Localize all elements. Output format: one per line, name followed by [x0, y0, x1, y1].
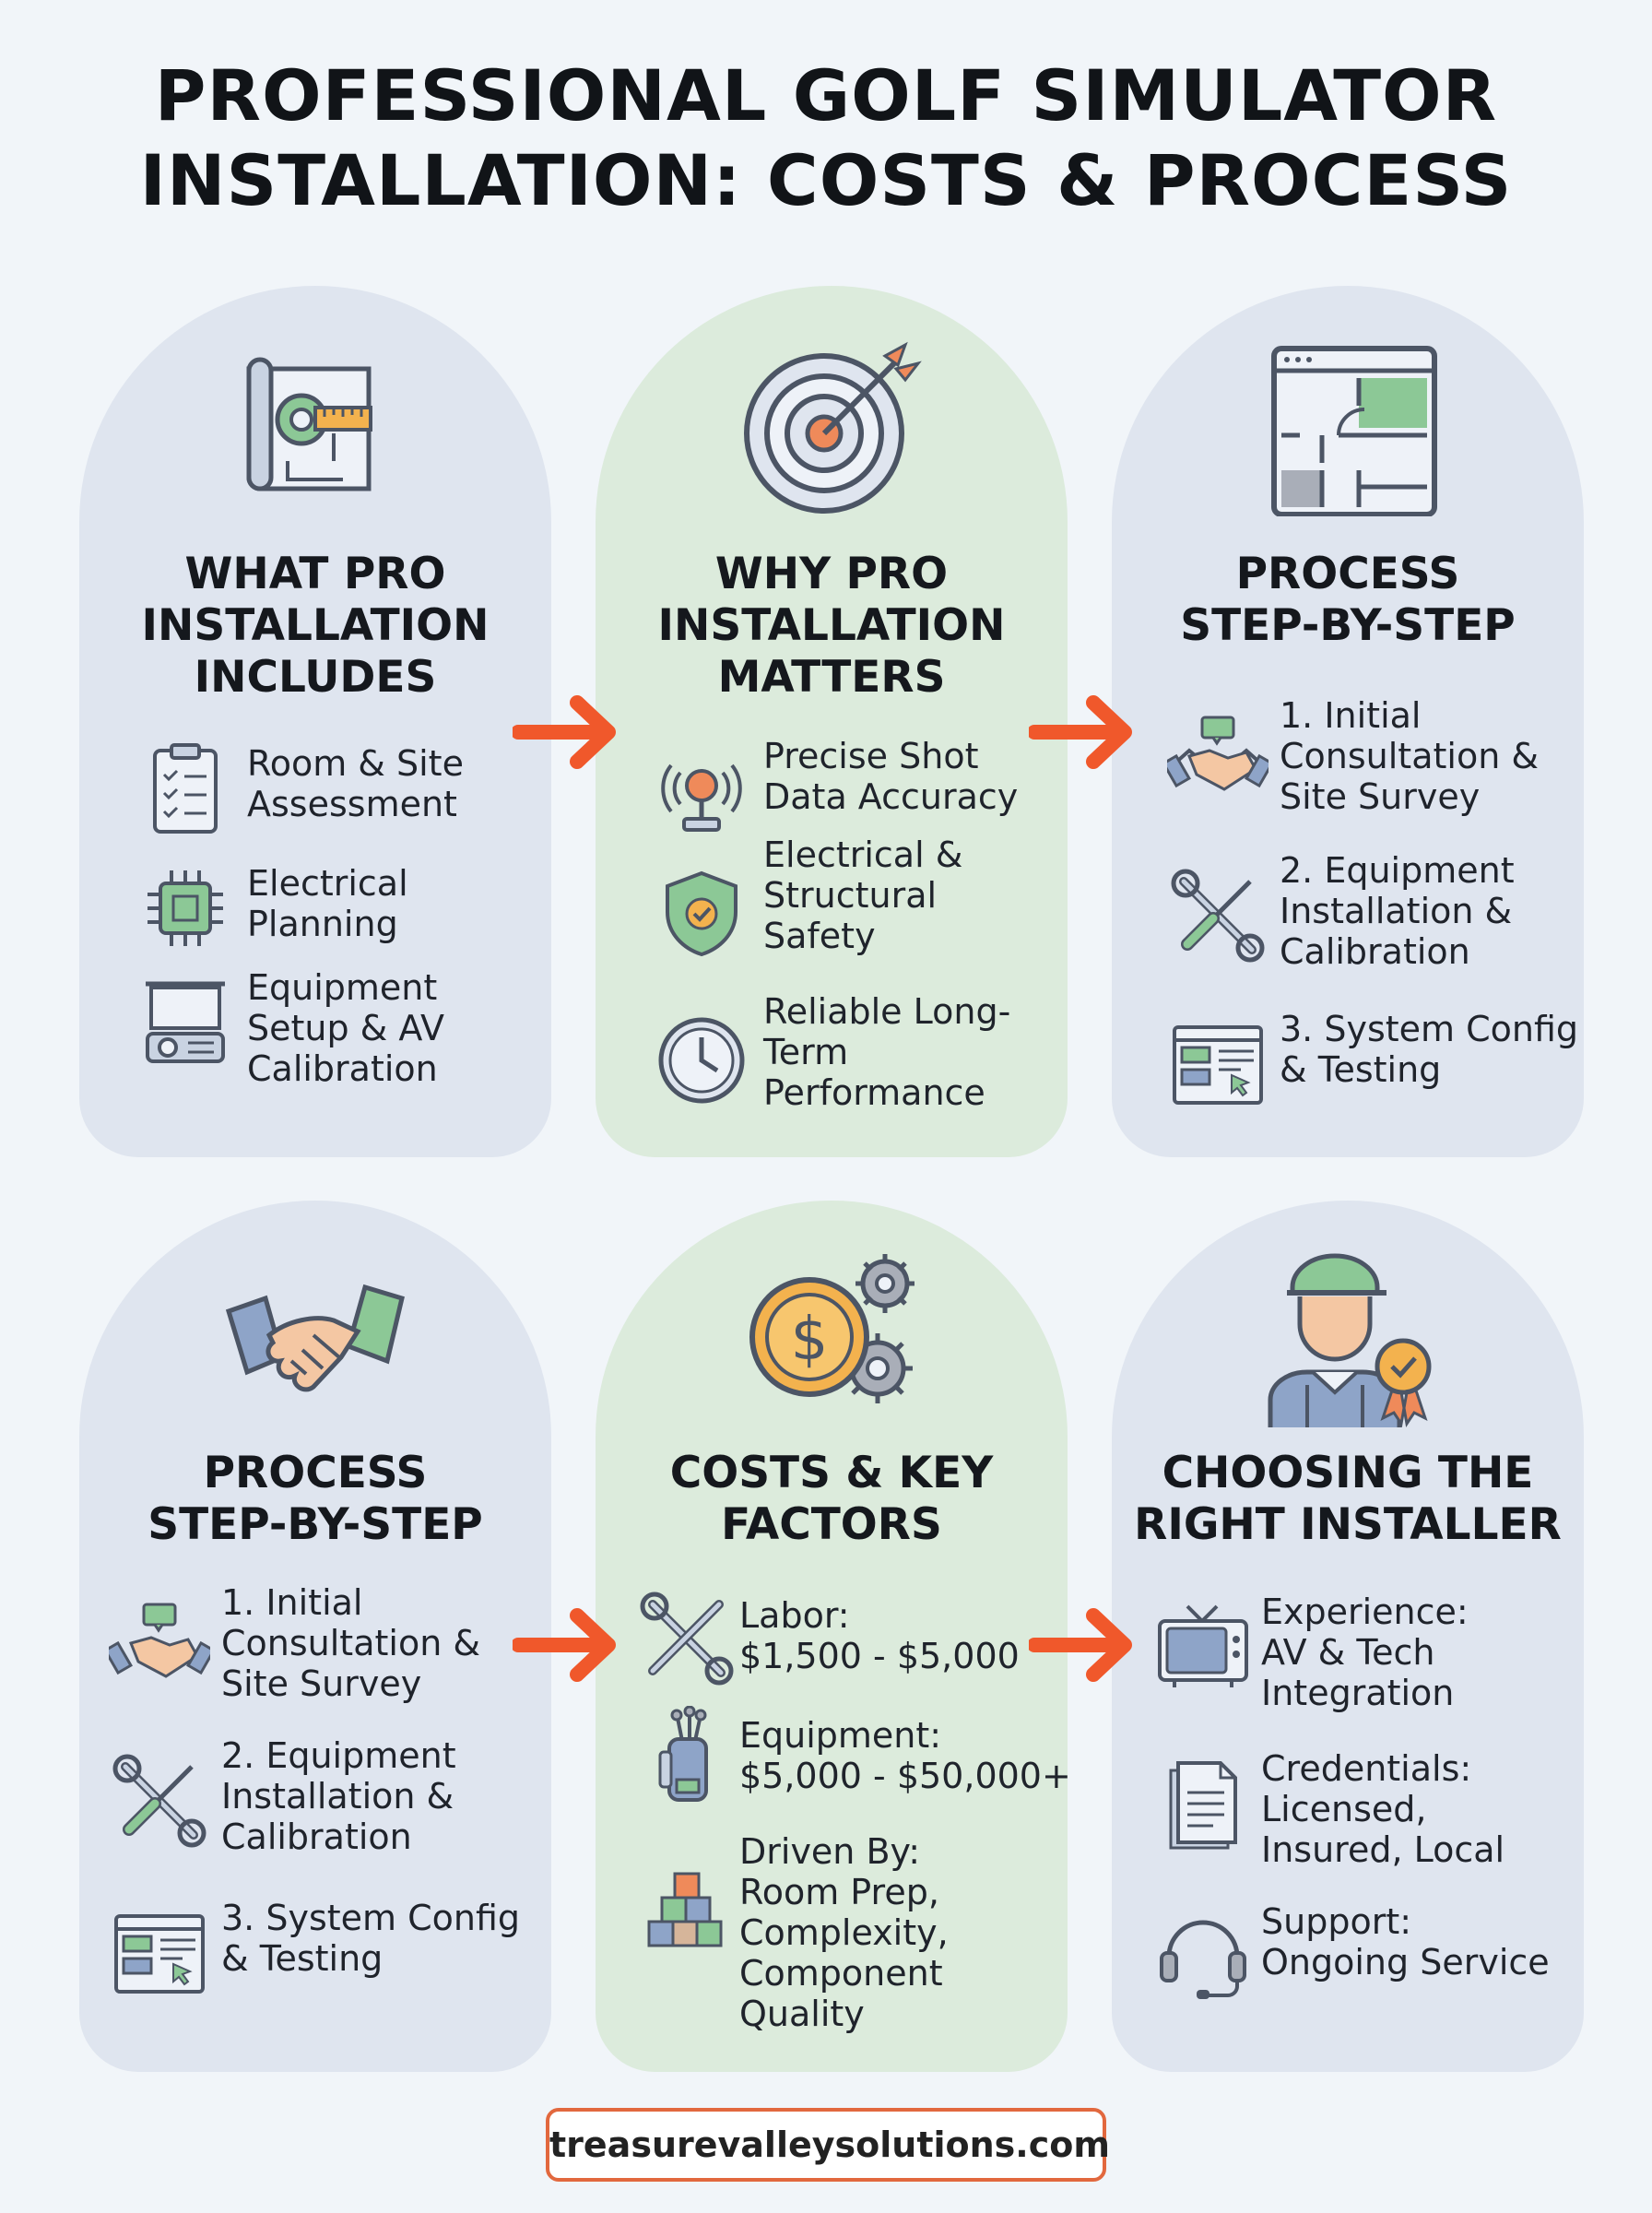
card-process-step-by-step-2: PROCESS STEP-BY-STEP 1. Initial Consulta…	[79, 1201, 551, 2072]
item-text: Experience: AV & Tech Integration	[1261, 1592, 1469, 1713]
list-item: Room & Site Assessment	[135, 738, 540, 848]
card-process-step-by-step: PROCESS STEP-BY-STEP 1. Initial Consulta…	[1112, 286, 1584, 1157]
website-link[interactable]: treasurevalleysolutions.com	[546, 2108, 1110, 2182]
title-line-1: PROFESSIONAL GOLF SIMULATOR	[154, 54, 1498, 136]
list-item: Support: Ongoing Service	[1152, 1901, 1558, 2014]
arrow-right-icon	[511, 686, 623, 778]
headset-icon	[1152, 1903, 1254, 2005]
item-text: Room & Site Assessment	[247, 743, 464, 824]
wrench-screwdriver-icon	[636, 1588, 738, 1689]
arrow-right-icon	[1027, 1599, 1139, 1691]
config-window-icon	[1167, 1014, 1268, 1116]
card-title: WHAT PRO INSTALLATION INCLUDES	[141, 549, 490, 703]
clipboard-checklist-icon	[135, 738, 236, 839]
arrow-right-icon	[1027, 686, 1139, 778]
arrow-right-icon	[511, 1599, 623, 1691]
list-item: 2. Equipment Installation & Calibration	[109, 1735, 514, 1861]
card-title: WHY PRO INSTALLATION MATTERS	[657, 549, 1006, 703]
item-text: 2. Equipment Installation & Calibration	[1280, 850, 1515, 972]
list-item: 3. System Config & Testing	[109, 1898, 520, 2014]
blueprint-tape-measure-icon	[223, 332, 407, 516]
card-what-pro-installation-includes: WHAT PRO INSTALLATION INCLUDES Room & Si…	[79, 286, 551, 1157]
item-text: Reliable Long- Term Performance	[763, 991, 1011, 1113]
item-text: 2. Equipment Installation & Calibration	[221, 1735, 456, 1857]
list-item: Driven By: Room Prep, Complexity, Compon…	[636, 1831, 1042, 2034]
item-text: 1. Initial Consultation & Site Survey	[1280, 695, 1539, 817]
clock-icon	[651, 1010, 752, 1111]
list-item: Credentials: Licensed, Insured, Local	[1152, 1748, 1558, 1870]
handshake-icon	[223, 1247, 407, 1431]
list-item: Reliable Long- Term Performance	[651, 991, 1056, 1120]
circuit-chip-icon	[135, 858, 236, 959]
item-text: Driven By: Room Prep, Complexity, Compon…	[739, 1831, 949, 2034]
installer-badge-icon	[1256, 1247, 1440, 1431]
item-text: 3. System Config & Testing	[221, 1898, 521, 1979]
list-item: 1. Initial Consultation & Site Survey	[103, 1582, 514, 1708]
item-text: Support: Ongoing Service	[1261, 1901, 1550, 1982]
golf-bag-icon	[636, 1705, 738, 1807]
list-item: Electrical & Structural Safety	[651, 834, 1056, 973]
radar-sensor-icon	[651, 738, 752, 839]
floor-plan-icon	[1256, 332, 1440, 517]
item-text: Electrical & Structural Safety	[763, 834, 963, 956]
item-text: Electrical Planning	[247, 863, 408, 944]
item-text: 3. System Config & Testing	[1280, 1009, 1579, 1090]
title-line-2: INSTALLATION: COSTS & PROCESS	[139, 139, 1513, 221]
item-text: Equipment Setup & AV Calibration	[247, 967, 444, 1089]
card-title: CHOOSING THE RIGHT INSTALLER	[1134, 1448, 1562, 1550]
card-title: PROCESS STEP-BY-STEP	[148, 1448, 483, 1550]
page-title: PROFESSIONAL GOLF SIMULATOR INSTALLATION…	[0, 53, 1652, 223]
list-item: 2. Equipment Installation & Calibration	[1167, 850, 1573, 976]
card-choosing-the-right-installer: CHOOSING THE RIGHT INSTALLER Experience:…	[1112, 1201, 1584, 2072]
svg-text:$: $	[791, 1306, 829, 1374]
list-item: Electrical Planning	[135, 858, 540, 968]
card-costs-key-factors: $ COSTS & KEY FACTORS Labor: $1,500 - $5…	[596, 1201, 1071, 2072]
list-item: Experience: AV & Tech Integration	[1152, 1592, 1558, 1713]
tv-icon	[1152, 1597, 1254, 1698]
list-item: Equipment Setup & AV Calibration	[135, 967, 540, 1089]
blocks-icon	[636, 1864, 738, 1966]
projector-icon	[135, 973, 236, 1074]
handshake-chat-icon	[103, 1597, 216, 1698]
list-item: Labor: $1,500 - $5,000	[636, 1588, 1042, 1698]
list-item: 3. System Config & Testing	[1167, 1009, 1578, 1125]
wrench-screwdriver-icon	[1167, 865, 1268, 966]
card-title: PROCESS STEP-BY-STEP	[1180, 549, 1516, 651]
item-text: Credentials: Licensed, Insured, Local	[1261, 1748, 1505, 1870]
list-item: Equipment: $5,000 - $50,000+	[636, 1705, 1071, 1817]
coin-gears-icon: $	[739, 1247, 924, 1431]
list-item: 1. Initial Consultation & Site Survey	[1162, 695, 1573, 821]
handshake-chat-icon	[1162, 710, 1274, 811]
list-item: Precise Shot Data Accuracy	[651, 736, 1056, 848]
target-arrow-icon	[739, 332, 924, 516]
wrench-screwdriver-icon	[109, 1750, 210, 1852]
item-text: Labor: $1,500 - $5,000	[739, 1595, 1020, 1676]
item-text: Precise Shot Data Accuracy	[763, 736, 1019, 817]
item-text: 1. Initial Consultation & Site Survey	[221, 1582, 480, 1704]
item-text: Equipment: $5,000 - $50,000+	[739, 1715, 1071, 1796]
shield-check-icon	[651, 862, 752, 964]
card-title: COSTS & KEY FACTORS	[669, 1448, 994, 1550]
document-icon	[1152, 1754, 1254, 1855]
config-window-icon	[109, 1903, 210, 2005]
card-why-pro-installation-matters: WHY PRO INSTALLATION MATTERS Precise Sho…	[596, 286, 1068, 1157]
